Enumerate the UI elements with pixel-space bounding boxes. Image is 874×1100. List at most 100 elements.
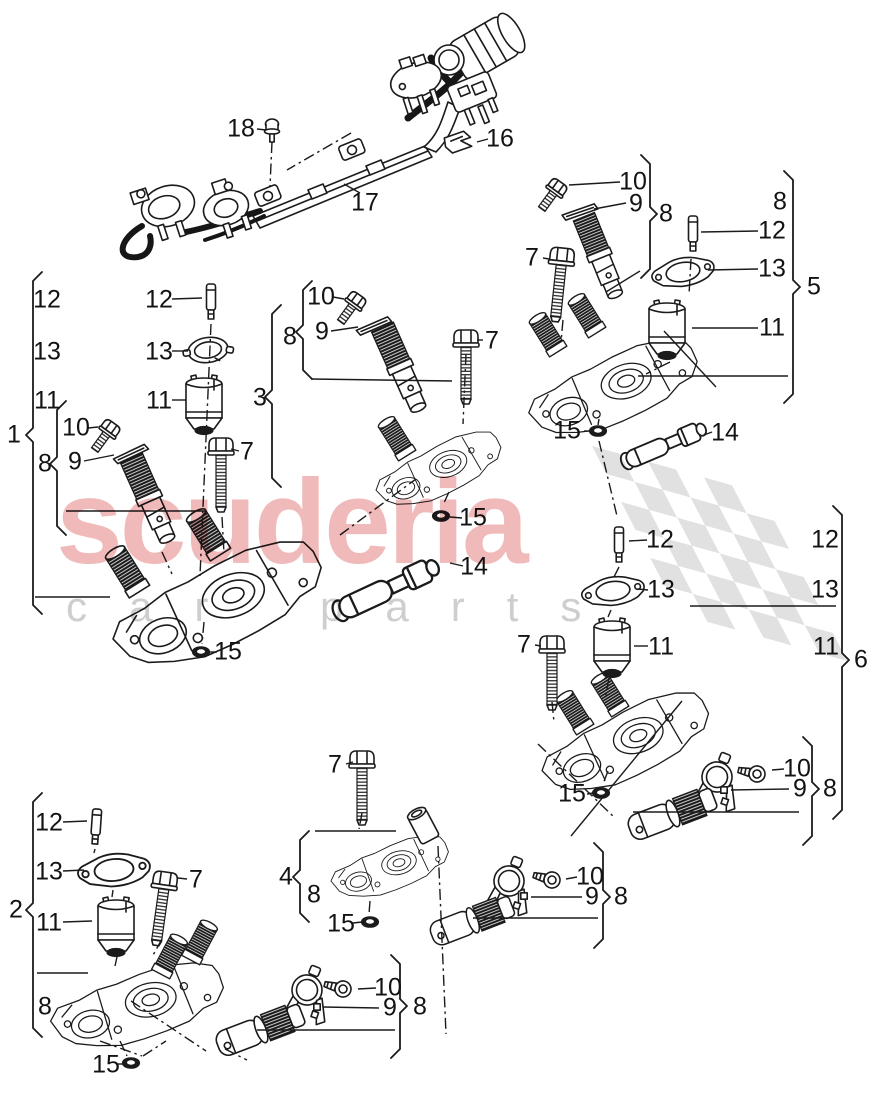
callout-label-11: 11 xyxy=(36,908,62,937)
callout-label-15: 15 xyxy=(92,1050,120,1079)
construction-line xyxy=(368,900,371,915)
callout-label-5: 5 xyxy=(807,272,821,301)
adjuster-cartridge-8 xyxy=(118,452,182,548)
retaining-clip-16 xyxy=(442,129,474,155)
installed-adjuster xyxy=(183,505,232,562)
construction-line xyxy=(142,1040,167,1057)
callout-label-1: 1 xyxy=(7,420,21,449)
bolt-10 xyxy=(331,288,370,329)
callout-label-12: 12 xyxy=(145,285,173,314)
construction-line xyxy=(688,258,692,296)
callout-label-8: 8 xyxy=(38,992,52,1021)
installed-adjuster xyxy=(102,542,151,599)
callout-label-8: 8 xyxy=(38,449,52,478)
leader-line xyxy=(707,268,759,271)
construction-line xyxy=(437,845,447,1035)
leader-line xyxy=(534,644,542,647)
connector-ring xyxy=(433,44,465,76)
callout-label-14: 14 xyxy=(711,418,739,447)
callout-label-15: 15 xyxy=(459,503,487,532)
seal-15 xyxy=(360,916,380,928)
callout-label-13: 13 xyxy=(647,575,675,604)
flag-check-cell xyxy=(648,461,691,498)
callout-label-15: 15 xyxy=(558,779,586,808)
bolt-7 xyxy=(541,245,577,324)
construction-line xyxy=(286,132,352,171)
callout-label-17: 17 xyxy=(351,188,379,217)
flag-check-cell xyxy=(762,589,805,626)
solenoid-valve-11 xyxy=(97,896,135,958)
seal-15 xyxy=(431,510,451,522)
flag-check-cell xyxy=(706,573,749,610)
group-bracket xyxy=(295,280,313,380)
tensioner-14 xyxy=(617,418,710,473)
flag-check-cell xyxy=(704,477,747,514)
solenoid-valve-11 xyxy=(593,617,631,679)
assembly-4 xyxy=(325,750,563,950)
harness-connector-cap xyxy=(449,12,526,81)
leader-line xyxy=(542,257,550,260)
bolt-7 xyxy=(348,750,376,826)
camshaft-housing xyxy=(43,954,232,1060)
construction-line xyxy=(119,1040,128,1057)
leader-line xyxy=(771,768,785,771)
callout-label-7: 7 xyxy=(189,865,203,894)
seal-15 xyxy=(191,646,211,658)
leader-line xyxy=(330,326,359,332)
construction-line xyxy=(111,889,114,898)
callout-label-9: 9 xyxy=(629,189,643,218)
tensioner-14 xyxy=(327,553,444,626)
callout-label-11: 11 xyxy=(813,632,839,661)
assembly-5 xyxy=(518,175,718,473)
construction-line xyxy=(604,677,610,700)
callout-label-13: 13 xyxy=(35,857,63,886)
flag-check-cell xyxy=(621,502,664,538)
assembly-2 xyxy=(43,807,232,1069)
callout-label-12: 12 xyxy=(33,285,61,314)
callout-label-2: 2 xyxy=(9,895,23,924)
construction-line xyxy=(560,319,564,343)
washer-9 xyxy=(561,202,599,222)
construction-line xyxy=(199,323,212,577)
callout-label-8: 8 xyxy=(307,880,321,909)
leader-line xyxy=(357,987,377,990)
callout-label-11: 11 xyxy=(146,386,172,415)
callout-label-4: 4 xyxy=(279,862,293,891)
construction-line xyxy=(570,700,683,837)
callout-label-7: 7 xyxy=(525,243,539,272)
pin-9 xyxy=(519,891,529,901)
construction-line xyxy=(537,743,615,818)
pin-12 xyxy=(613,526,625,563)
callout-label-10: 10 xyxy=(62,413,90,442)
callout-label-8: 8 xyxy=(614,882,628,911)
installed-adjuster xyxy=(526,309,568,358)
watermark-letters-text: car parts xyxy=(66,583,624,630)
callout-label-18: 18 xyxy=(227,114,255,143)
harness-wire xyxy=(404,58,474,122)
callout-label-10: 10 xyxy=(783,754,811,783)
connector-disc-left xyxy=(389,53,443,115)
bolt-18 xyxy=(263,118,281,143)
construction-line xyxy=(224,1048,248,1061)
pin-12 xyxy=(205,283,217,320)
flag-check-cell xyxy=(663,537,707,574)
leader-line xyxy=(568,181,621,186)
leader-line xyxy=(256,128,267,131)
callout-label-8: 8 xyxy=(659,199,673,228)
flag-check-cell xyxy=(804,625,848,662)
flag-check-cell xyxy=(719,553,763,590)
bolt-10 xyxy=(530,866,563,891)
group-bracket xyxy=(832,505,850,820)
leader-line xyxy=(177,877,188,880)
connector-plate-right xyxy=(446,71,499,126)
camshaft-housing xyxy=(325,829,456,907)
flanged-ring-13 xyxy=(648,251,718,293)
pin-12 xyxy=(687,215,699,252)
leader-line xyxy=(700,230,759,233)
adjuster-cartridge-8 xyxy=(369,321,433,417)
leader-line xyxy=(332,296,345,300)
